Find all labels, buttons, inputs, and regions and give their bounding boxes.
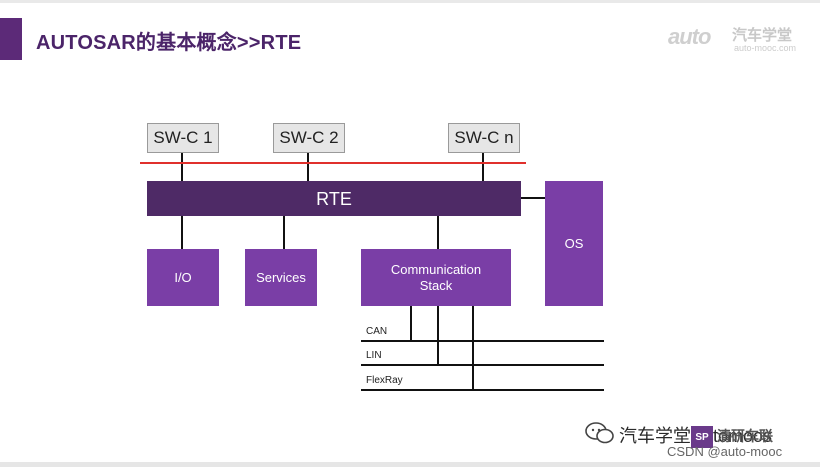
swc-1-box: SW-C 1	[147, 123, 219, 153]
connector-swc1-rte	[181, 153, 183, 181]
wechat-icon	[585, 422, 614, 444]
connector-rte-os	[521, 197, 545, 199]
comm-stack-label-line1: Communication	[390, 261, 482, 277]
comm-stack-label-line2: Stack	[419, 277, 453, 293]
connector-swcn-rte	[482, 153, 484, 181]
swc-n-box: SW-C n	[448, 123, 520, 153]
connector-rte-io	[181, 216, 183, 249]
connector-rte-comm	[437, 216, 439, 249]
rte-bar: RTE	[147, 181, 521, 216]
os-block: OS	[545, 181, 603, 306]
communication-stack-block: Communication Stack	[361, 249, 511, 306]
slide-title: AUTOSAR的基本概念>>RTE	[36, 32, 302, 54]
lin-label: LIN	[366, 350, 382, 361]
services-block: Services	[245, 249, 317, 306]
lin-bus-line	[361, 364, 604, 366]
slide-bottom-border	[0, 462, 820, 467]
can-label: CAN	[366, 326, 388, 337]
watermark: 汽车学堂Automoos SP 清研车联 CSDN @auto-mooc	[585, 420, 815, 460]
connector-swc2-rte	[307, 153, 309, 181]
vfb-red-line	[140, 162, 526, 164]
can-bus-line	[361, 340, 604, 342]
logo-url: auto-mooc.com	[734, 43, 797, 53]
logo-mark: auto	[668, 24, 711, 49]
slide-top-border	[0, 0, 820, 3]
watermark-seal: SP	[691, 426, 713, 448]
flexray-bus-line	[361, 389, 604, 391]
flexray-label: FlexRay	[366, 375, 403, 386]
connector-rte-services	[283, 216, 285, 249]
auto-mooc-logo: auto 汽车学堂 auto-mooc.com	[668, 22, 808, 58]
swc-2-box: SW-C 2	[273, 123, 345, 153]
drop-can	[410, 306, 412, 341]
logo-chinese-name: 汽车学堂	[732, 27, 793, 44]
io-block: I/O	[147, 249, 219, 306]
title-accent-bar	[0, 18, 22, 60]
watermark-seal-text: 清研车联	[717, 428, 773, 444]
drop-flexray	[472, 306, 474, 391]
csdn-credit: CSDN @auto-mooc	[667, 444, 783, 459]
drop-lin	[437, 306, 439, 366]
